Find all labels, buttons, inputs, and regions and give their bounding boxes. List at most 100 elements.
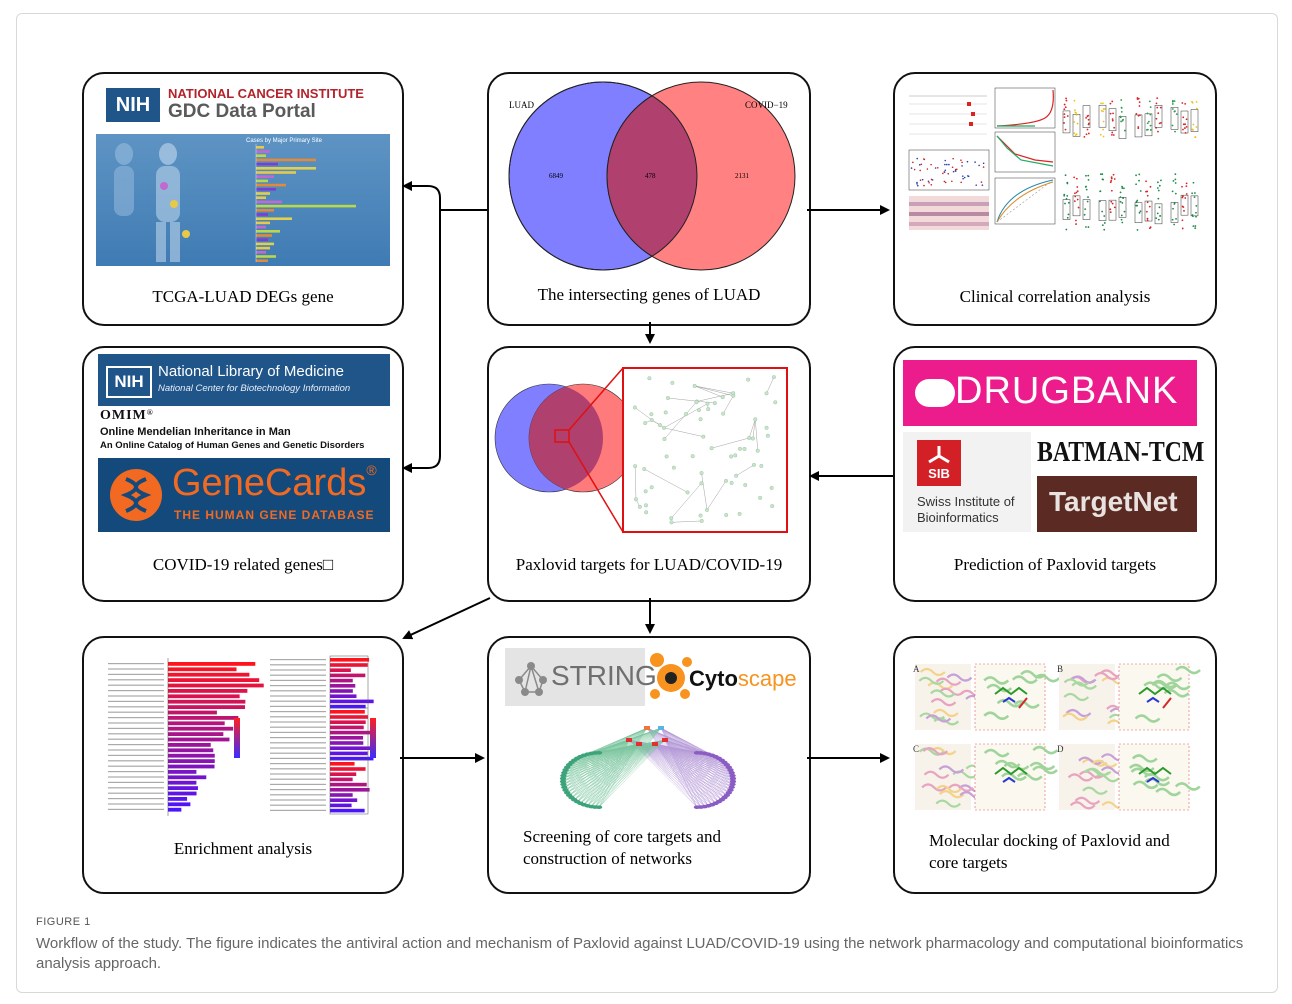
paxlovid-caption: Paxlovid targets for LUAD/COVID-19 xyxy=(515,555,783,574)
gdc-logo: NIH NATIONAL CANCER INSTITUTE GDC Data P… xyxy=(106,86,386,126)
gdc-bar xyxy=(256,150,270,153)
gdc-bars xyxy=(255,144,356,262)
sib-badge: SIB xyxy=(917,440,961,486)
venn-left-count: 6849 xyxy=(549,172,564,180)
gdc-bar xyxy=(256,221,270,225)
arrow-to-tcga xyxy=(402,181,441,210)
gdc-bar xyxy=(256,230,280,233)
gdc-bar xyxy=(256,251,266,254)
venn-right-label: COVID−19 xyxy=(745,100,788,110)
nci-title: NATIONAL CANCER INSTITUTE xyxy=(168,86,364,101)
panel-prediction: DRUGBANK SIB Swiss Institute of Bioinfor… xyxy=(893,346,1217,602)
gdc-title: GDC Data Portal xyxy=(168,101,316,122)
gdc-bar xyxy=(256,154,266,157)
batman-logo: BATMAN-TCM xyxy=(1037,436,1205,468)
gdc-bar xyxy=(256,162,278,166)
gdc-chart: Cases by Major Primary Site xyxy=(96,134,390,266)
omim-catalog: An Online Catalog of Human Genes and Gen… xyxy=(100,440,365,451)
panel-screening: STRING Cytoscape Screening of core targe… xyxy=(487,636,811,894)
gdc-bar xyxy=(256,204,356,208)
genecards-icon xyxy=(110,469,162,521)
gdc-bar xyxy=(256,234,272,237)
gdc-bar xyxy=(256,259,268,262)
screening-caption-line1: Screening of core targets and xyxy=(523,827,721,846)
scatter-plot xyxy=(908,149,990,191)
nih-badge: NIH xyxy=(106,88,160,122)
gdc-bar xyxy=(256,175,274,178)
survival-curve xyxy=(994,131,1056,173)
box-plots xyxy=(1062,97,1199,231)
genecards-subtitle: THE HUMAN GENE DATABASE xyxy=(174,508,375,522)
nlm-logo: NIH National Library of Medicine Nationa… xyxy=(98,354,390,406)
sib-line2: Bioinformatics xyxy=(917,510,999,525)
drugbank-logo: DRUGBANK xyxy=(903,360,1197,426)
gdc-bar xyxy=(256,255,276,258)
gdc-chart-title: Cases by Major Primary Site xyxy=(246,138,323,144)
sib-line1: Swiss Institute of xyxy=(917,494,1015,509)
gdc-bar xyxy=(256,225,266,229)
targetnet-title: TargetNet xyxy=(1049,486,1178,517)
body-silhouette xyxy=(114,143,190,262)
cytoscape-icon xyxy=(650,653,692,699)
core-network xyxy=(559,726,737,809)
sib-badge-text: SIB xyxy=(928,466,950,481)
gdc-bar xyxy=(256,242,274,246)
gdc-bar xyxy=(256,200,282,204)
venn-right-count: 2131 xyxy=(735,172,750,180)
panel-covid: NIH National Library of Medicine Nationa… xyxy=(82,346,404,602)
docking-caption-line2: core targets xyxy=(929,853,1008,872)
omim-logo: OMIM® Online Mendelian Inheritance in Ma… xyxy=(98,408,390,454)
panel-docking: A B C D Molecular docking of Paxlovid an… xyxy=(893,636,1217,894)
gdc-bar xyxy=(256,213,268,216)
omim-line: Online Mendelian Inheritance in Man xyxy=(100,426,291,438)
panel-tcga: NIH NATIONAL CANCER INSTITUTE GDC Data P… xyxy=(82,72,404,326)
gdc-bar xyxy=(256,238,268,241)
heatmap xyxy=(909,196,989,230)
prediction-caption: Prediction of Paxlovid targets xyxy=(953,555,1157,574)
docking-label-d: D xyxy=(1057,744,1064,754)
string-logo: STRING xyxy=(505,648,657,706)
drugbank-pill-icon xyxy=(915,379,955,407)
gdc-bar xyxy=(256,246,270,250)
venn-caption: The intersecting genes of LUAD xyxy=(537,285,761,304)
tcga-caption: TCGA-LUAD DEGs gene xyxy=(152,287,334,306)
sib-logo: SIB Swiss Institute of Bioinformatics xyxy=(903,432,1031,532)
panel-paxlovid: Paxlovid targets for LUAD/COVID-19 xyxy=(487,346,811,602)
figure-label: FIGURE 1 xyxy=(36,916,91,928)
gdc-bar xyxy=(256,171,296,174)
genecards-title: GeneCards® xyxy=(172,462,377,504)
gdc-bar xyxy=(256,158,316,162)
string-title: STRING xyxy=(551,660,657,691)
arrow-paxlovid-to-enrichment xyxy=(402,597,491,640)
panel-enrichment: Enrichment analysis xyxy=(82,636,404,894)
gdc-bar xyxy=(256,167,316,170)
docking-label-a: A xyxy=(913,664,920,674)
gdc-bar xyxy=(256,196,266,199)
gdc-bar xyxy=(256,179,268,183)
paxlovid-venn-network xyxy=(494,367,788,533)
gdc-bar xyxy=(256,217,292,220)
enrichment-bars xyxy=(108,655,376,816)
venn-left-label: LUAD xyxy=(509,100,534,110)
string-icon xyxy=(515,662,547,696)
roc-curve xyxy=(994,177,1056,225)
omim-title: OMIM® xyxy=(100,408,154,423)
figure-caption: Workflow of the study. The figure indica… xyxy=(36,935,1244,972)
targetnet-logo: TargetNet xyxy=(1037,476,1197,532)
risk-curve xyxy=(994,87,1056,129)
genecards-logo: GeneCards® THE HUMAN GENE DATABASE xyxy=(98,458,390,532)
panel-clinical: Clinical correlation analysis xyxy=(893,72,1217,326)
arrow-to-covid xyxy=(402,210,441,473)
docking-caption-line1: Molecular docking of Paxlovid and xyxy=(929,831,1170,850)
screening-caption-line2: construction of networks xyxy=(523,849,693,868)
clinical-caption: Clinical correlation analysis xyxy=(959,287,1151,306)
gdc-bar xyxy=(256,183,286,187)
nlm-title: National Library of Medicine xyxy=(158,363,344,380)
covid-caption: COVID-19 related genes□ xyxy=(152,555,334,574)
docking-label-c: C xyxy=(913,744,919,754)
drugbank-title: DRUGBANK xyxy=(955,370,1179,412)
nlm-subtitle: National Center for Biotechnology Inform… xyxy=(158,383,351,394)
venn-diagram: LUAD COVID−19 6849 478 2131 xyxy=(508,81,796,271)
clinical-plots xyxy=(908,87,1199,231)
